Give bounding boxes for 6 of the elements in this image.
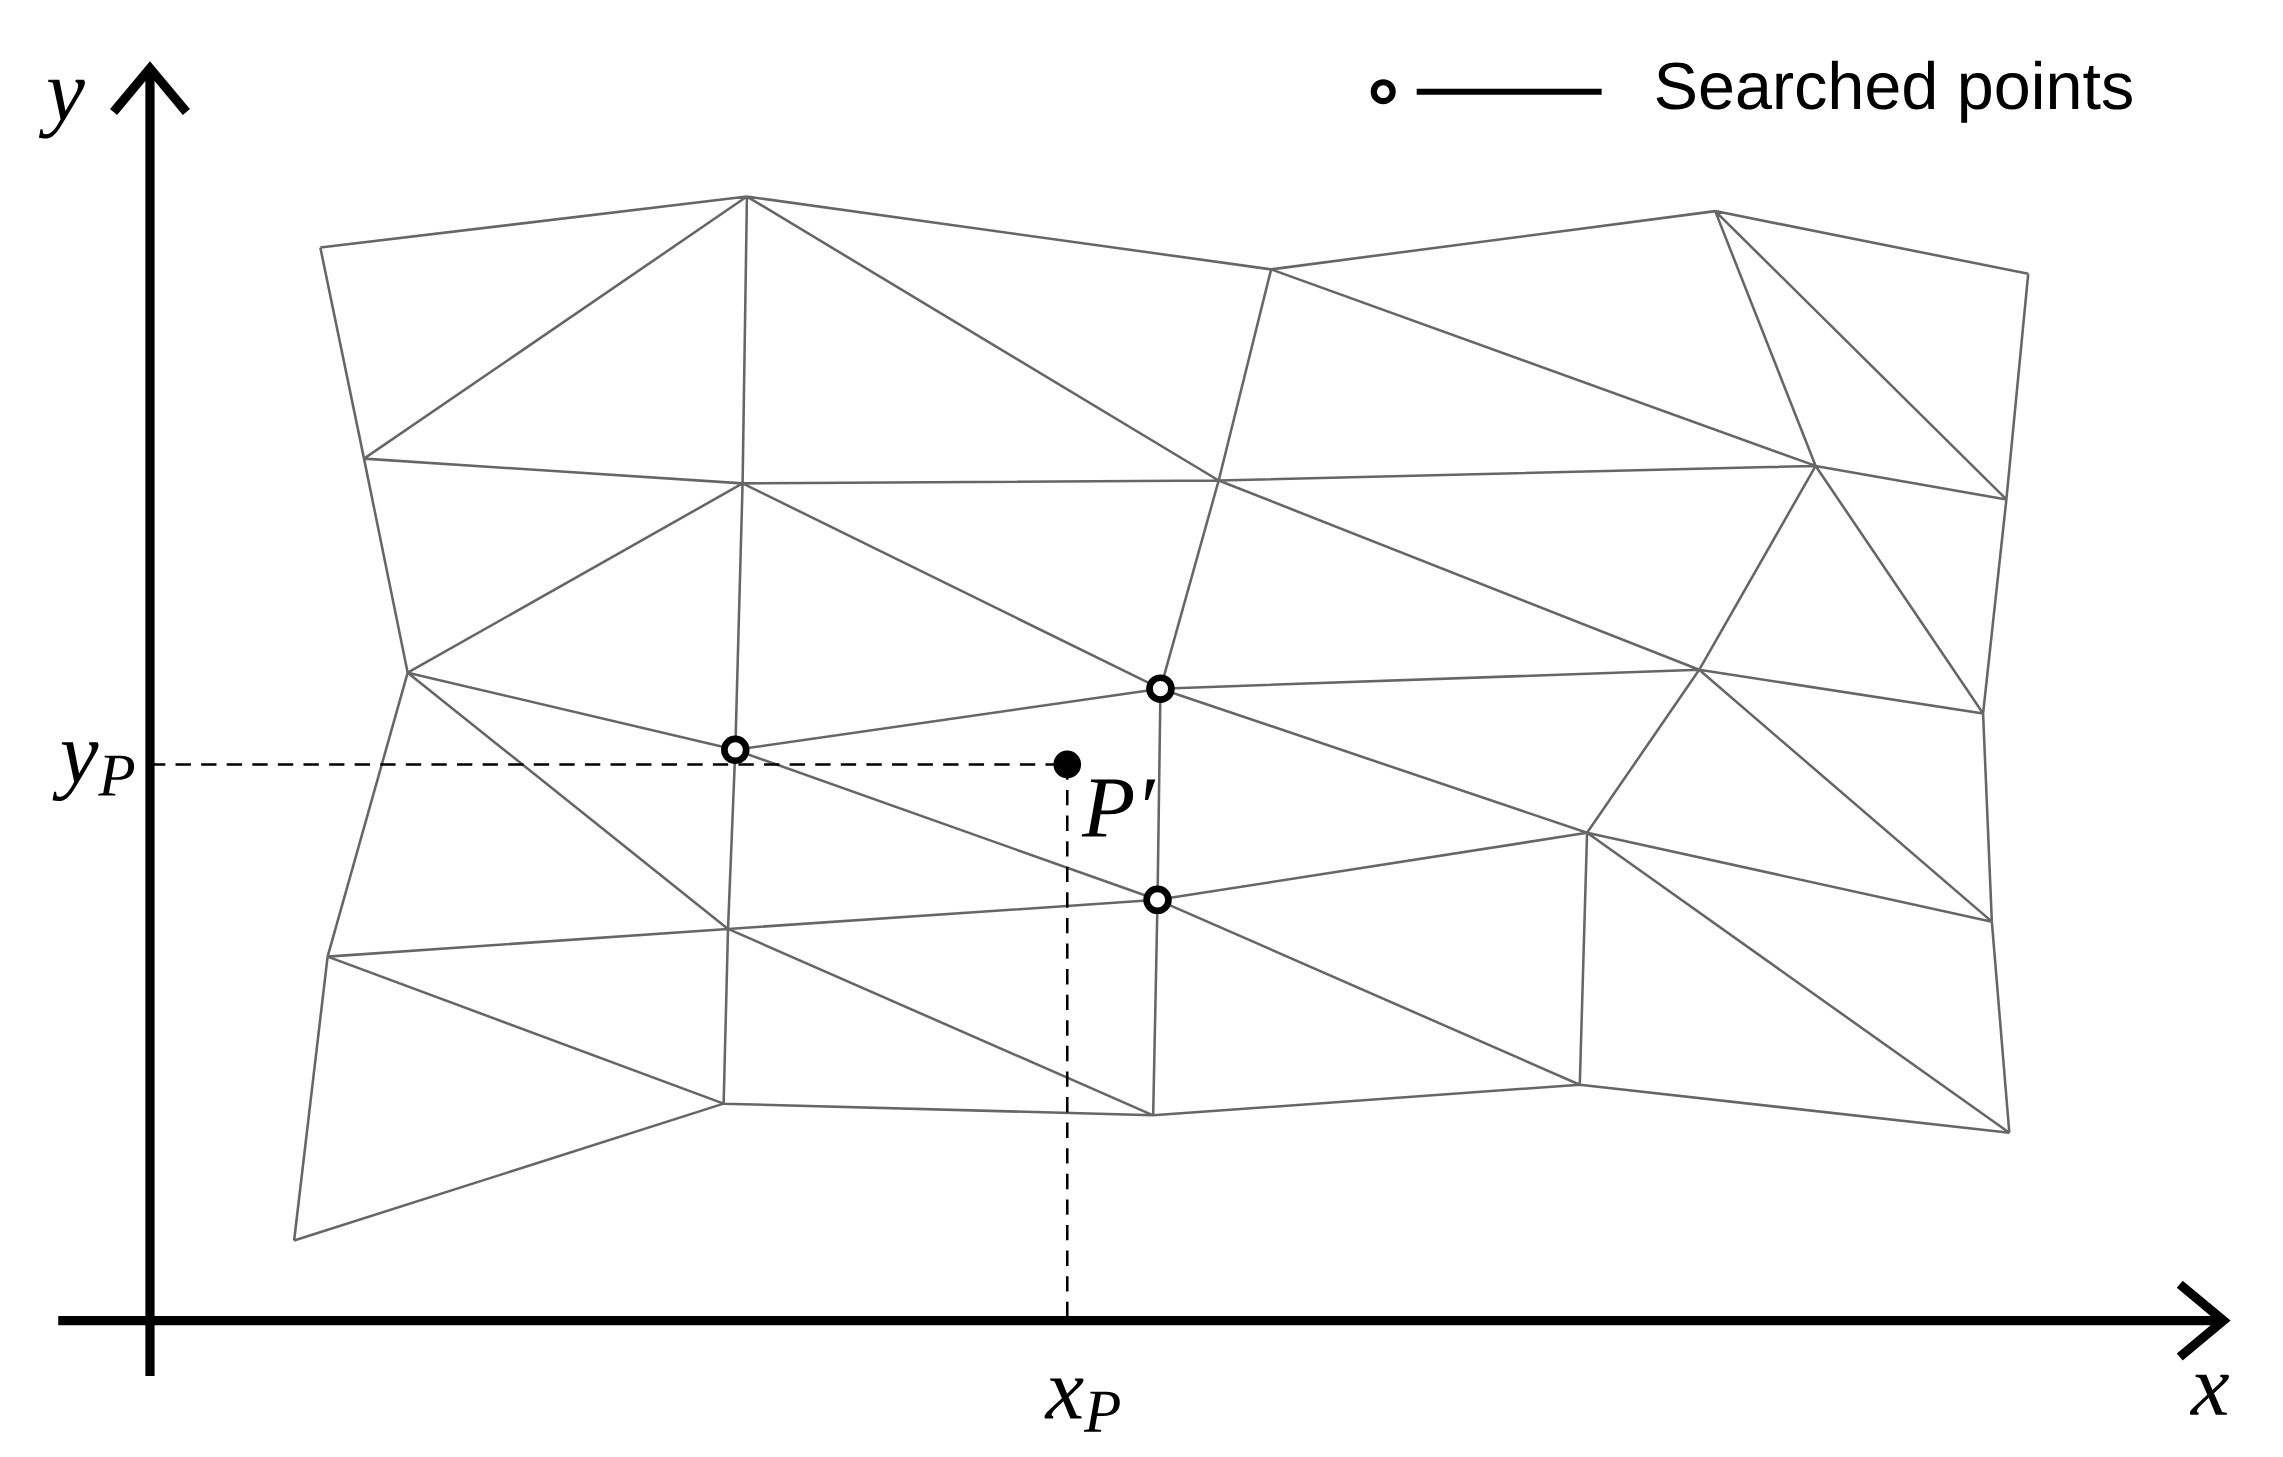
axis-label: y$_{P}$	[52, 742, 135, 801]
axis-label: P′	[1081, 779, 1156, 837]
legend-label: Searched points	[1656, 60, 2132, 123]
axis-label: x$_{P}$	[1044, 1378, 1120, 1432]
axis-label: x	[2189, 1374, 2229, 1415]
axis-label: y	[38, 79, 85, 139]
